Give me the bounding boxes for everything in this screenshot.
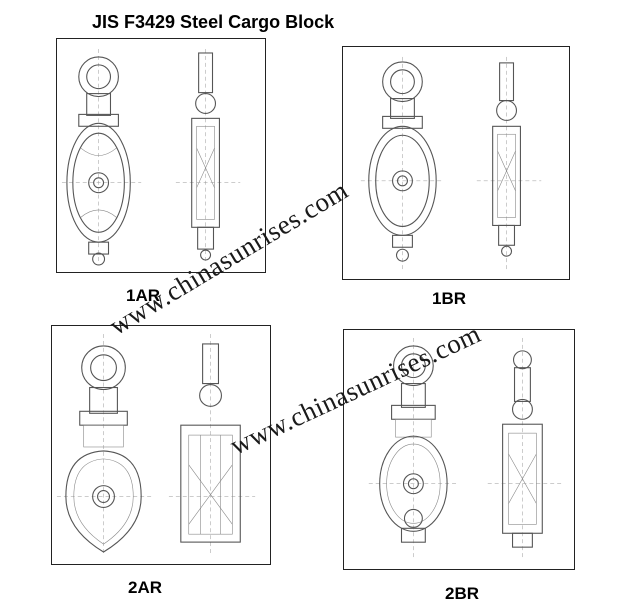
side-view xyxy=(175,49,241,262)
diagram-label-2br: 2BR xyxy=(445,584,480,603)
front-view xyxy=(368,337,459,561)
front-view xyxy=(360,56,445,271)
page-title: JIS F3429 Steel Cargo Block xyxy=(92,12,335,32)
side-view xyxy=(487,337,563,561)
front-view xyxy=(56,334,152,556)
diagram-label-1ar: 1AR xyxy=(126,286,161,305)
diagram-label-2ar: 2AR xyxy=(128,578,163,597)
diagram-1ar xyxy=(56,38,266,273)
side-view xyxy=(168,334,256,556)
side-view xyxy=(476,56,542,271)
cargo-block-drawing-1ar xyxy=(61,49,241,266)
front-view xyxy=(61,49,142,266)
diagram-1br xyxy=(342,46,570,280)
cargo-block-drawing-2ar xyxy=(56,334,256,556)
cargo-block-drawing-1br xyxy=(360,56,542,271)
diagram-2br xyxy=(343,329,575,570)
cargo-block-drawing-2br xyxy=(368,337,563,561)
diagram-2ar xyxy=(51,325,271,565)
diagram-label-1br: 1BR xyxy=(432,289,467,308)
